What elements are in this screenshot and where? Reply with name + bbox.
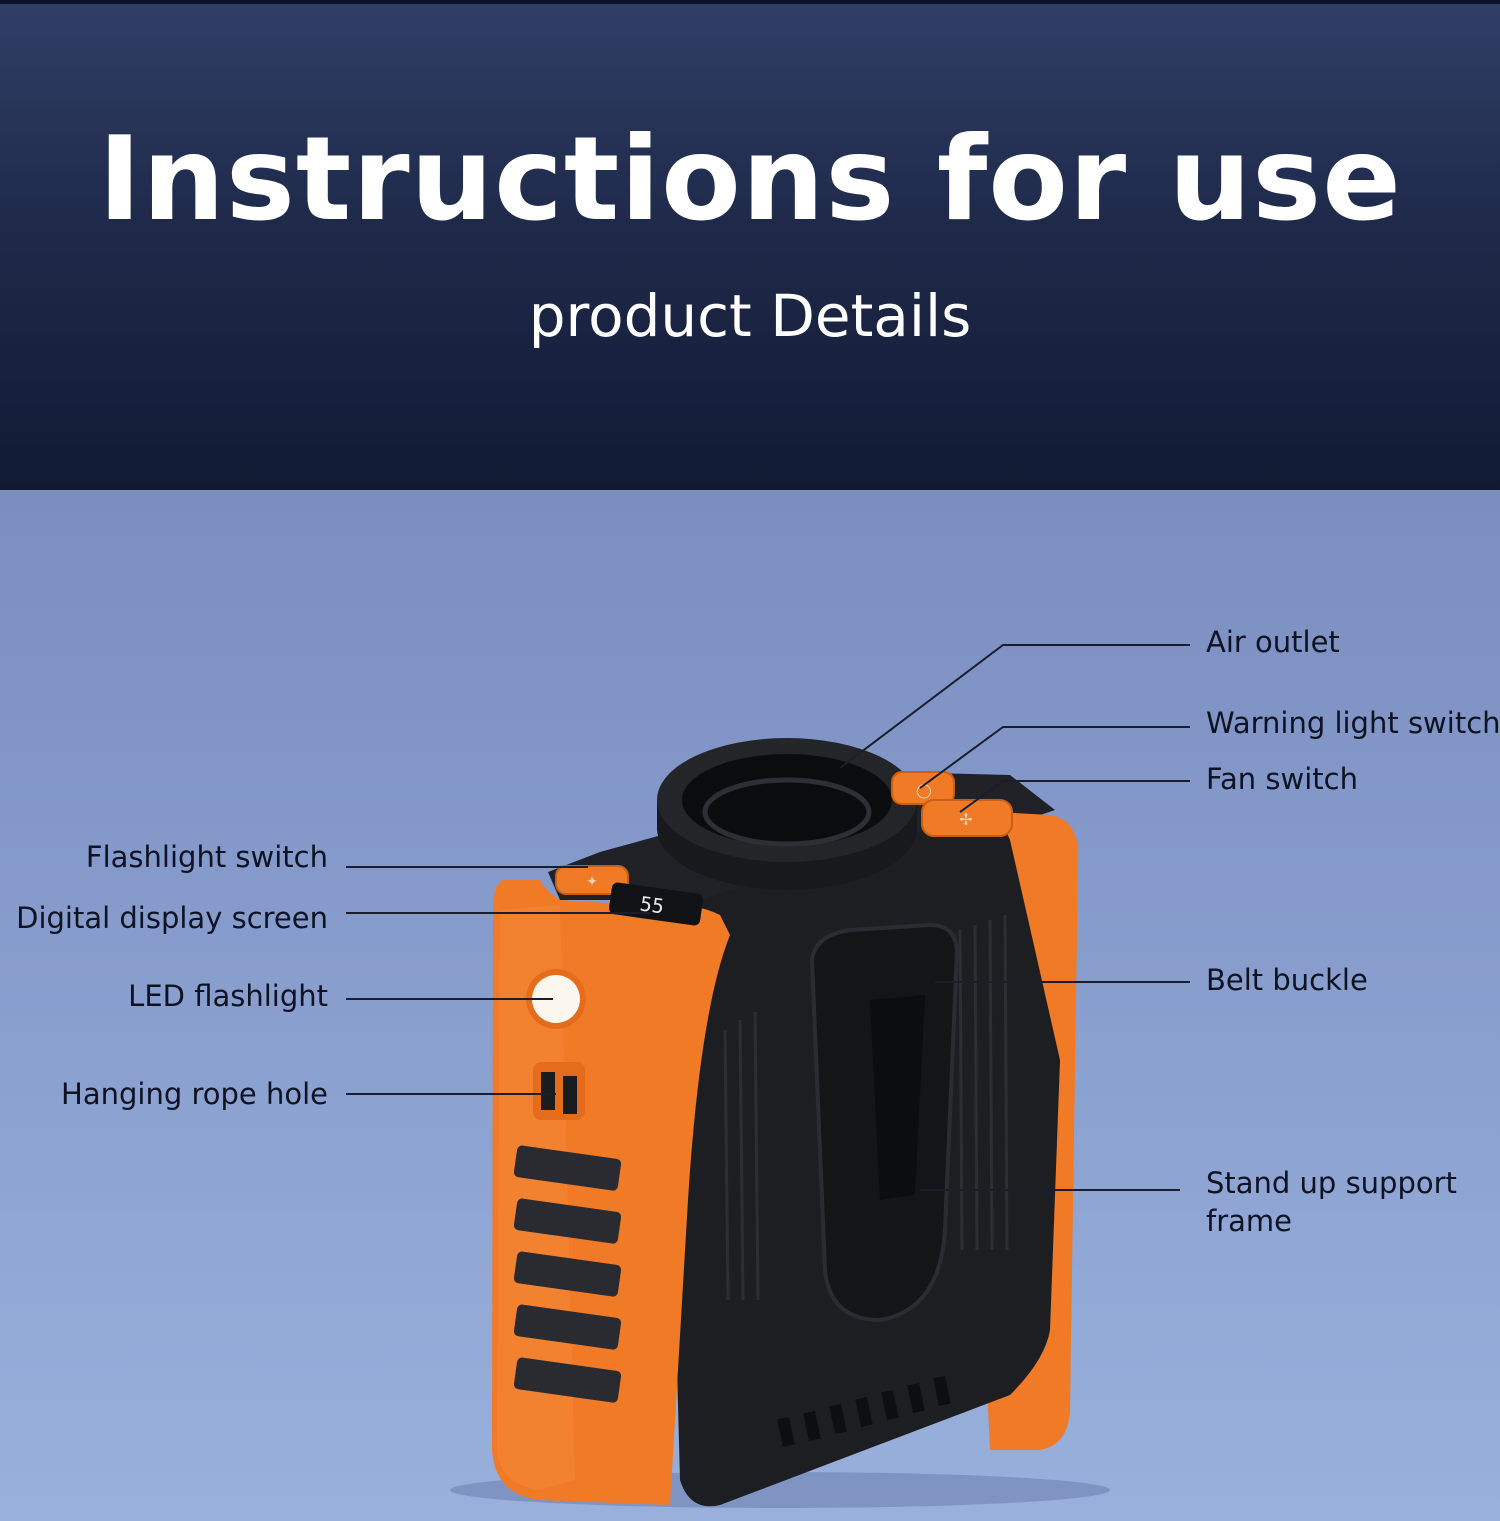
fan-switch-glyph: ✢ — [959, 810, 972, 829]
digital-display-screen — [608, 882, 704, 926]
front-vent-slots — [513, 1145, 622, 1403]
label-fan-switch: Fan switch — [1206, 762, 1358, 796]
warning-light-switch-leader — [919, 726, 1190, 789]
front-face-highlight — [497, 905, 575, 1490]
belt-clip-slot — [870, 995, 925, 1200]
label-led-flashlight: LED flashlight — [128, 979, 328, 1013]
rope-hole-frame — [533, 1062, 585, 1120]
rope-hole-right-icon — [563, 1076, 577, 1114]
fan-switch-button — [921, 799, 1013, 837]
label-warning-light-switch: Warning light switch — [1206, 706, 1500, 740]
bottom-vent-grille — [777, 1376, 951, 1447]
label-digital-display-screen: Digital display screen — [16, 901, 328, 935]
display-readout: 55 — [638, 891, 665, 918]
header-top-line — [0, 0, 1500, 4]
label-stand-support-line1: Stand up support — [1206, 1166, 1457, 1200]
air-outlet-leader — [839, 644, 1190, 769]
rope-hole-left-icon — [541, 1072, 555, 1110]
page-subtitle: product Details — [528, 282, 972, 350]
fan-outlet-opening — [682, 754, 892, 846]
label-belt-buckle: Belt buckle — [1206, 963, 1368, 997]
label-air-outlet: Air outlet — [1206, 625, 1340, 659]
led-flashlight-icon — [532, 975, 580, 1023]
flashlight-switch-glyph: ✦ — [586, 874, 598, 890]
label-hanging-rope-hole: Hanging rope hole — [61, 1077, 328, 1111]
warning-light-switch-button — [891, 771, 955, 805]
label-stand-support-line2: frame — [1206, 1204, 1292, 1238]
callout-lines — [346, 644, 1190, 1191]
header-banner: Instructions for use product Details — [0, 0, 1500, 490]
page-title: Instructions for use — [98, 112, 1402, 247]
ribbed-panel — [723, 914, 1009, 1301]
fan-switch-leader — [959, 780, 1190, 813]
flashlight-switch-button — [555, 865, 629, 895]
fan-inner-ring — [702, 777, 872, 847]
label-flashlight-switch: Flashlight switch — [85, 840, 328, 874]
